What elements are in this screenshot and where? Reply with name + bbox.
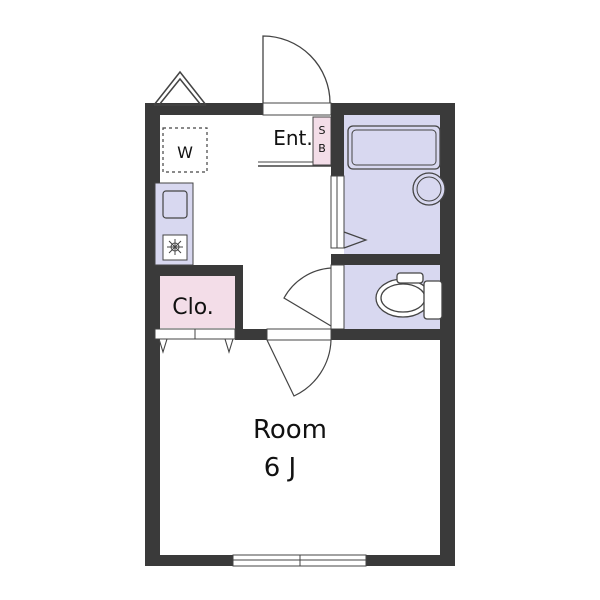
bottom-window (232, 554, 367, 567)
toilet-icon (375, 272, 443, 320)
toilet-door-frame (330, 264, 345, 330)
shoe-box-label-b: B (318, 142, 326, 155)
entrance-door-swing (262, 35, 331, 104)
wall-bottom-left (145, 555, 233, 566)
wall-bottom-right (366, 555, 455, 566)
room-door-swing (266, 339, 332, 397)
wall-toilet-bottom (331, 329, 455, 340)
bathtub-icon (347, 125, 446, 206)
closet-label: Clo. (172, 295, 214, 320)
washer-dashed-square (162, 127, 208, 173)
shoe-box-label-s: S (319, 124, 326, 137)
wall-top-left (145, 103, 263, 115)
closet-door-mark-left (158, 338, 168, 354)
wall-closet-right (235, 265, 243, 329)
wall-bath-toilet (331, 254, 455, 265)
toilet-door-swing (283, 267, 332, 327)
top-window (153, 70, 207, 106)
washer-label: W (177, 143, 193, 162)
sink-icon (162, 190, 188, 219)
wall-top-right (331, 103, 455, 115)
entrance-label: Ent. (273, 126, 313, 150)
entrance-door-frame (262, 102, 332, 116)
burner-icon (167, 239, 183, 255)
wall-closet-top (145, 265, 243, 276)
room-door-frame (266, 328, 332, 341)
bath-door-swing (343, 231, 368, 249)
closet-door-mark-right (224, 338, 234, 354)
closet-area (155, 276, 235, 328)
wall-bath-upper (331, 113, 344, 176)
wall-room-top-left (235, 329, 267, 340)
room-label: Room (253, 415, 327, 445)
room-size-label: 6 J (264, 453, 296, 483)
